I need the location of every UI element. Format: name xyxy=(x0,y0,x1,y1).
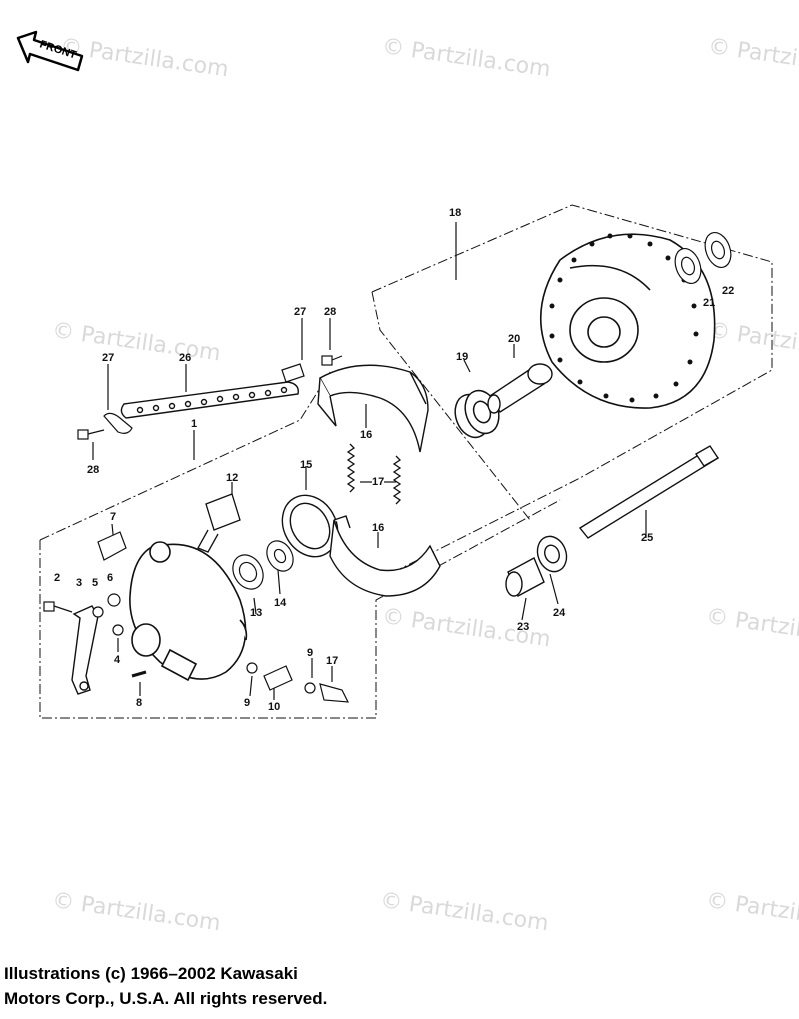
leader-9 xyxy=(249,675,253,697)
washer-9b xyxy=(304,682,316,694)
part-label-17-collar: 17 xyxy=(326,655,339,667)
brake-shoe-lower xyxy=(329,515,441,597)
part-label-15: 15 xyxy=(300,459,313,471)
front-arrow-icon: FRONT xyxy=(16,30,90,74)
washer-14 xyxy=(266,540,294,572)
copyright-line-1: Illustrations (c) 1966–2002 Kawasaki xyxy=(4,964,298,983)
spacer-24 xyxy=(536,535,568,573)
bolt-2 xyxy=(43,601,73,613)
leader-23 xyxy=(521,597,527,621)
part-label-9-right: 9 xyxy=(307,647,314,659)
brake-panel-1 xyxy=(129,541,248,682)
part-label-2: 2 xyxy=(54,572,61,584)
part-label-27-left: 27 xyxy=(102,352,115,364)
part-label-21: 21 xyxy=(703,297,716,309)
part-label-24: 24 xyxy=(553,607,566,619)
part-label-16-lower: 16 xyxy=(372,522,385,534)
seal-15 xyxy=(281,494,339,558)
part-label-3: 3 xyxy=(76,577,83,589)
clip-27 xyxy=(103,412,133,434)
nut-6 xyxy=(107,593,121,607)
part-label-12: 12 xyxy=(226,472,239,484)
part-label-18: 18 xyxy=(449,207,462,219)
adjuster-10 xyxy=(263,665,293,691)
part-label-13: 13 xyxy=(250,607,263,619)
clip-27b xyxy=(281,363,305,383)
leader-24 xyxy=(549,573,559,605)
panel-group-outline xyxy=(39,499,561,719)
spring-17 xyxy=(346,443,402,505)
torque-link-bar xyxy=(120,381,299,419)
bearing-21 xyxy=(674,247,702,285)
brake-shoe-upper xyxy=(317,364,429,453)
washer-5 xyxy=(92,606,104,618)
part-label-5: 5 xyxy=(92,577,99,589)
pin-8 xyxy=(131,670,147,678)
part-label-25: 25 xyxy=(641,532,654,544)
part-label-26: 26 xyxy=(179,352,192,364)
part-label-7: 7 xyxy=(110,511,117,523)
part-label-14: 14 xyxy=(274,597,287,609)
collar-23 xyxy=(505,557,545,597)
leader-13 xyxy=(253,597,257,615)
part-label-17-springs: 17 xyxy=(372,476,385,488)
hub-group-divider xyxy=(371,291,531,521)
gear-13 xyxy=(232,554,264,590)
axle-25 xyxy=(578,445,720,539)
part-label-19: 19 xyxy=(456,351,469,363)
part-label-27-right: 27 xyxy=(294,306,307,318)
part-label-28-right: 28 xyxy=(324,306,337,318)
wheel-hub-18 xyxy=(539,233,716,409)
nut-4 xyxy=(112,624,124,636)
part-label-28-left: 28 xyxy=(87,464,100,476)
part-label-23: 23 xyxy=(517,621,530,633)
seal-22 xyxy=(704,231,732,269)
brake-lever-3 xyxy=(71,605,99,695)
collar-17 xyxy=(319,683,350,703)
spacer-20 xyxy=(487,363,553,414)
part-label-16-upper: 16 xyxy=(360,429,373,441)
part-label-6: 6 xyxy=(107,572,114,584)
copyright-line-2: Motors Corp., U.S.A. All rights reserved… xyxy=(4,989,328,1008)
part-label-1: 1 xyxy=(191,418,198,430)
washer-9 xyxy=(246,662,258,674)
part-label-10: 10 xyxy=(268,701,281,713)
bolt-28 xyxy=(77,355,343,440)
part-label-20: 20 xyxy=(508,333,521,345)
part-label-9-left: 9 xyxy=(244,697,251,709)
part-label-4: 4 xyxy=(114,654,121,666)
part-label-8: 8 xyxy=(136,697,143,709)
hub-group-outline xyxy=(371,204,773,579)
indicator-7 xyxy=(97,531,127,561)
brake-cam-12 xyxy=(197,493,241,553)
leader-19 xyxy=(463,359,471,373)
part-label-22: 22 xyxy=(722,285,735,297)
leader-14 xyxy=(277,569,281,595)
